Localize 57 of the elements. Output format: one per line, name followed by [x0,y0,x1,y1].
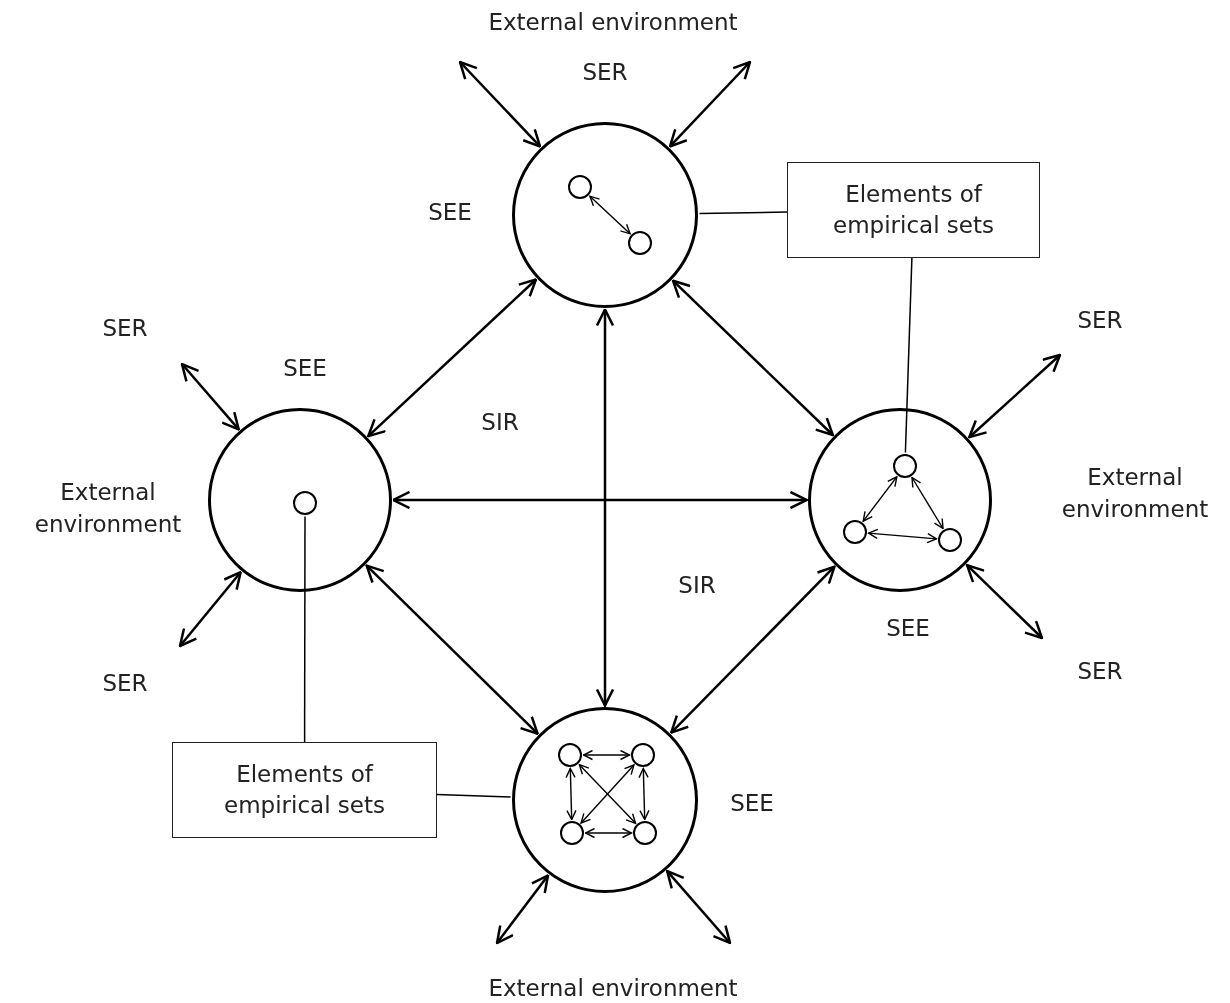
text-label: SER [582,57,628,87]
callout-box: Elements of empirical sets [172,742,437,838]
small-double-arrow [638,767,650,821]
element-circle [568,175,592,199]
small-double-arrow [867,528,938,544]
set-circle [208,408,392,592]
set-circle [512,122,698,308]
double-arrow [392,490,808,510]
text-label: SEE [283,353,327,383]
text-label: External environment [488,973,738,1003]
small-double-arrow [911,476,944,530]
text-label: SER [102,313,148,343]
element-circle [628,231,652,255]
small-double-arrow [862,476,898,522]
element-circle [631,743,655,767]
double-arrow [665,869,732,945]
leader-line [303,515,306,743]
leader-line [904,257,913,454]
text-label: SER [1077,656,1123,686]
text-label: SEE [428,197,472,227]
element-circle [560,821,584,845]
double-arrow [671,279,835,437]
double-arrow [965,563,1044,640]
leader-line [436,793,512,798]
text-label: SEE [730,788,774,818]
double-arrow [968,353,1062,439]
element-circle [893,454,917,478]
text-label: SIR [678,570,716,600]
text-label: SER [102,668,148,698]
small-double-arrow [582,749,631,761]
double-arrow [595,308,615,707]
element-circle [293,491,317,515]
double-arrow [178,570,242,648]
text-label: External environment [1060,462,1210,524]
text-label: SER [1077,305,1123,335]
leader-line [698,211,788,215]
element-circle [558,743,582,767]
callout-box: Elements of empirical sets [787,162,1040,258]
double-arrow [670,565,836,734]
element-circle [633,821,657,845]
small-double-arrow [584,827,633,839]
text-label: SIR [481,407,519,437]
double-arrow [458,60,542,148]
text-label: External environment [488,7,738,37]
double-arrow [668,60,752,148]
double-arrow [495,874,550,945]
element-circle [938,528,962,552]
double-arrow [180,362,240,431]
set-circle [512,707,698,893]
double-arrow [365,564,539,735]
small-double-arrow [589,195,631,235]
element-circle [843,520,867,544]
small-double-arrow [565,767,577,821]
text-label: External environment [33,477,183,539]
double-arrow [367,278,538,438]
set-circle [808,408,992,592]
text-label: SEE [886,613,930,643]
